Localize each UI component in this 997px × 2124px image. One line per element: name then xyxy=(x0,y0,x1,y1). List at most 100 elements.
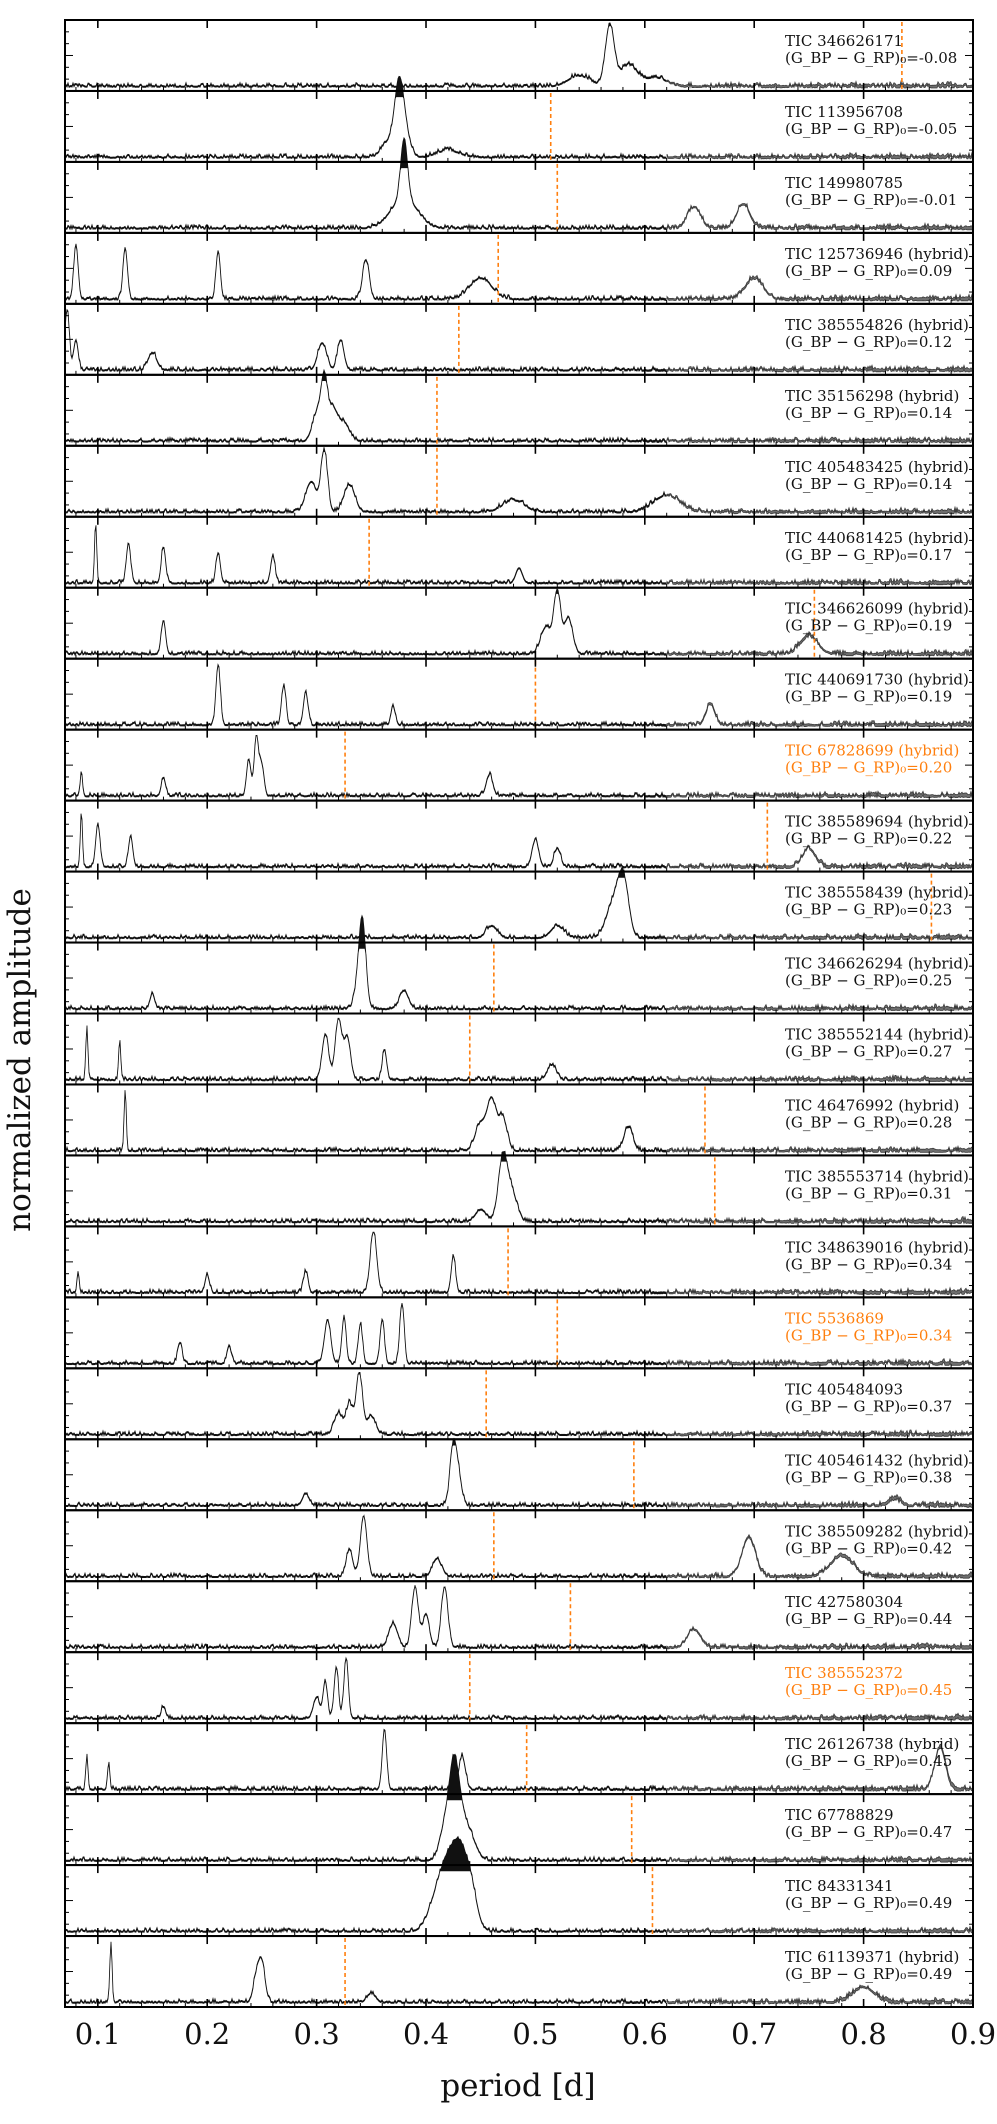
x-axis-title: period [d] xyxy=(440,2068,595,2104)
panel-name: TIC 385554826 (hybrid) xyxy=(785,316,969,334)
panel-color-index: (G_BP − G_RP)₀=0.31 xyxy=(785,1184,952,1202)
spectrum-band-long-period xyxy=(666,844,974,870)
panel: TIC 346626099 (hybrid)(G_BP − G_RP)₀=0.1… xyxy=(64,586,974,660)
panel: TIC 405483425 (hybrid)(G_BP − G_RP)₀=0.1… xyxy=(64,444,974,518)
spectrum-band-long-period xyxy=(666,702,974,729)
panel: TIC 405461432 (hybrid)(G_BP − G_RP)₀=0.3… xyxy=(64,1437,974,1512)
x-tick-label: 0.8 xyxy=(841,2017,887,2051)
panel-color-index: (G_BP − G_RP)₀=0.22 xyxy=(785,830,952,848)
spectrum-band xyxy=(64,1656,667,1721)
spectrum-band xyxy=(64,1437,667,1508)
panel-name: TIC 385552144 (hybrid) xyxy=(785,1026,969,1044)
spectrum-band xyxy=(64,734,667,799)
panel-name: TIC 385589694 (hybrid) xyxy=(785,813,969,831)
spectrum-band xyxy=(64,1514,667,1579)
panel-name: TIC 346626099 (hybrid) xyxy=(785,600,969,618)
spectrum-band-long-period xyxy=(666,493,974,516)
panel-color-index: (G_BP − G_RP)₀=0.37 xyxy=(785,1397,952,1415)
panel-color-index: (G_BP − G_RP)₀=0.49 xyxy=(785,1894,952,1912)
panel: TIC 385589694 (hybrid)(G_BP − G_RP)₀=0.2… xyxy=(64,799,974,873)
panel-name: TIC 67828699 (hybrid) xyxy=(785,742,959,760)
panel: TIC 46476992 (hybrid)(G_BP − G_RP)₀=0.28 xyxy=(64,1083,974,1157)
panel: TIC 427580304(G_BP − G_RP)₀=0.44 xyxy=(64,1580,974,1654)
panel: TIC 348639016 (hybrid)(G_BP − G_RP)₀=0.3… xyxy=(64,1225,974,1299)
spectrum-band xyxy=(64,1090,667,1154)
panel-name: TIC 405461432 (hybrid) xyxy=(785,1451,969,1469)
spectrum-band-long-period xyxy=(666,1984,974,2006)
panel-color-index: (G_BP − G_RP)₀=0.45 xyxy=(785,1681,952,1699)
spectrum-band-long-period xyxy=(666,1712,974,1722)
panel: TIC 385552144 (hybrid)(G_BP − G_RP)₀=0.2… xyxy=(64,1012,974,1086)
panel-color-index: (G_BP − G_RP)₀=0.34 xyxy=(785,1326,952,1344)
panel-color-index: (G_BP − G_RP)₀=0.14 xyxy=(785,475,952,493)
panel-name: TIC 385553714 (hybrid) xyxy=(785,1167,969,1185)
panel-name: TIC 5536869 xyxy=(785,1309,884,1327)
spectrum-band xyxy=(64,1017,667,1083)
panel: TIC 125736946 (hybrid)(G_BP − G_RP)₀=0.0… xyxy=(64,231,974,305)
panel-name: TIC 346626294 (hybrid) xyxy=(785,955,969,973)
panel-color-index: (G_BP − G_RP)₀=0.45 xyxy=(785,1752,952,1770)
panel-color-index: (G_BP − G_RP)₀=-0.08 xyxy=(785,49,957,67)
panel-color-index: (G_BP − G_RP)₀=0.28 xyxy=(785,1113,952,1131)
spectrum-band-long-period xyxy=(666,630,974,657)
panel-color-index: (G_BP − G_RP)₀=0.17 xyxy=(785,546,952,564)
panel-name: TIC 35156298 (hybrid) xyxy=(785,387,959,405)
panel-name: TIC 405484093 xyxy=(785,1380,903,1398)
panel-color-index: (G_BP − G_RP)₀=0.25 xyxy=(785,972,952,990)
spectrum-band xyxy=(64,1728,667,1793)
panel-name: TIC 125736946 (hybrid) xyxy=(785,245,969,263)
spectrum-band xyxy=(64,865,667,941)
spectrum-band xyxy=(64,1372,667,1438)
panel: TIC 346626294 (hybrid)(G_BP − G_RP)₀=0.2… xyxy=(64,914,974,1015)
panel-color-index: (G_BP − G_RP)₀=0.42 xyxy=(785,1539,952,1557)
panel-color-index: (G_BP − G_RP)₀=0.47 xyxy=(785,1823,952,1841)
panel: TIC 385554826 (hybrid)(G_BP − G_RP)₀=0.1… xyxy=(64,302,974,376)
panel: TIC 84331341(G_BP − G_RP)₀=0.49 xyxy=(64,1835,974,1938)
panel: TIC 440691730 (hybrid)(G_BP − G_RP)₀=0.1… xyxy=(64,657,974,731)
spectrum-band xyxy=(64,447,667,515)
spectrum-band-long-period xyxy=(666,1493,974,1509)
panel-color-index: (G_BP − G_RP)₀=0.34 xyxy=(785,1255,952,1273)
panel-color-index: (G_BP − G_RP)₀=0.23 xyxy=(785,901,952,919)
spectrum-band xyxy=(64,1150,667,1224)
panel-color-index: (G_BP − G_RP)₀=0.38 xyxy=(785,1468,952,1486)
panel-color-index: (G_BP − G_RP)₀=0.14 xyxy=(785,404,952,422)
spectrum-band xyxy=(64,22,667,89)
panel-color-index: (G_BP − G_RP)₀=0.19 xyxy=(785,617,952,635)
panel: TIC 67828699 (hybrid)(G_BP − G_RP)₀=0.20 xyxy=(64,728,974,802)
spectrum-band xyxy=(64,1835,667,1934)
panel-name: TIC 84331341 xyxy=(785,1877,894,1895)
panel: TIC 346626171(G_BP − G_RP)₀=-0.08 xyxy=(64,19,974,92)
panel: TIC 35156298 (hybrid)(G_BP − G_RP)₀=0.14 xyxy=(64,368,974,447)
spectrum-band-long-period xyxy=(666,1215,974,1225)
panel-name: TIC 427580304 xyxy=(785,1593,903,1611)
x-tick-label: 0.1 xyxy=(75,2017,121,2051)
panel-name: TIC 348639016 (hybrid) xyxy=(785,1238,969,1256)
spectrum-band xyxy=(64,1941,667,2005)
panel-color-index: (G_BP − G_RP)₀=-0.01 xyxy=(785,191,957,209)
spectrum-band xyxy=(64,136,667,231)
panel: TIC 385553714 (hybrid)(G_BP − G_RP)₀=0.3… xyxy=(64,1150,974,1228)
x-tick-label: 0.4 xyxy=(403,2017,449,2051)
panel: TIC 385509282 (hybrid)(G_BP − G_RP)₀=0.4… xyxy=(64,1509,974,1583)
panel-name: TIC 67788829 xyxy=(785,1806,894,1824)
spectrum-band xyxy=(64,588,667,657)
spectrum-band-long-period xyxy=(666,932,974,941)
x-tick-label: 0.6 xyxy=(622,2017,668,2051)
spectrum-band xyxy=(64,243,667,302)
spectrum-band-long-period xyxy=(666,79,974,90)
x-tick-label: 0.9 xyxy=(950,2017,996,2051)
panel-name: TIC 26126738 (hybrid) xyxy=(785,1735,959,1753)
spectrum-band xyxy=(64,525,667,586)
panel: TIC 385552372(G_BP − G_RP)₀=0.45 xyxy=(64,1651,974,1725)
panel-name: TIC 440681425 (hybrid) xyxy=(785,529,969,547)
panel-color-index: (G_BP − G_RP)₀=0.12 xyxy=(785,333,952,351)
spectrum-band xyxy=(64,1231,667,1295)
panel-color-index: (G_BP − G_RP)₀=0.44 xyxy=(785,1610,952,1628)
spectrum-band xyxy=(64,1753,667,1863)
panel-name: TIC 385552372 xyxy=(785,1664,903,1682)
panel-color-index: (G_BP − G_RP)₀=0.27 xyxy=(785,1043,952,1061)
spectrum-band xyxy=(64,914,667,1012)
